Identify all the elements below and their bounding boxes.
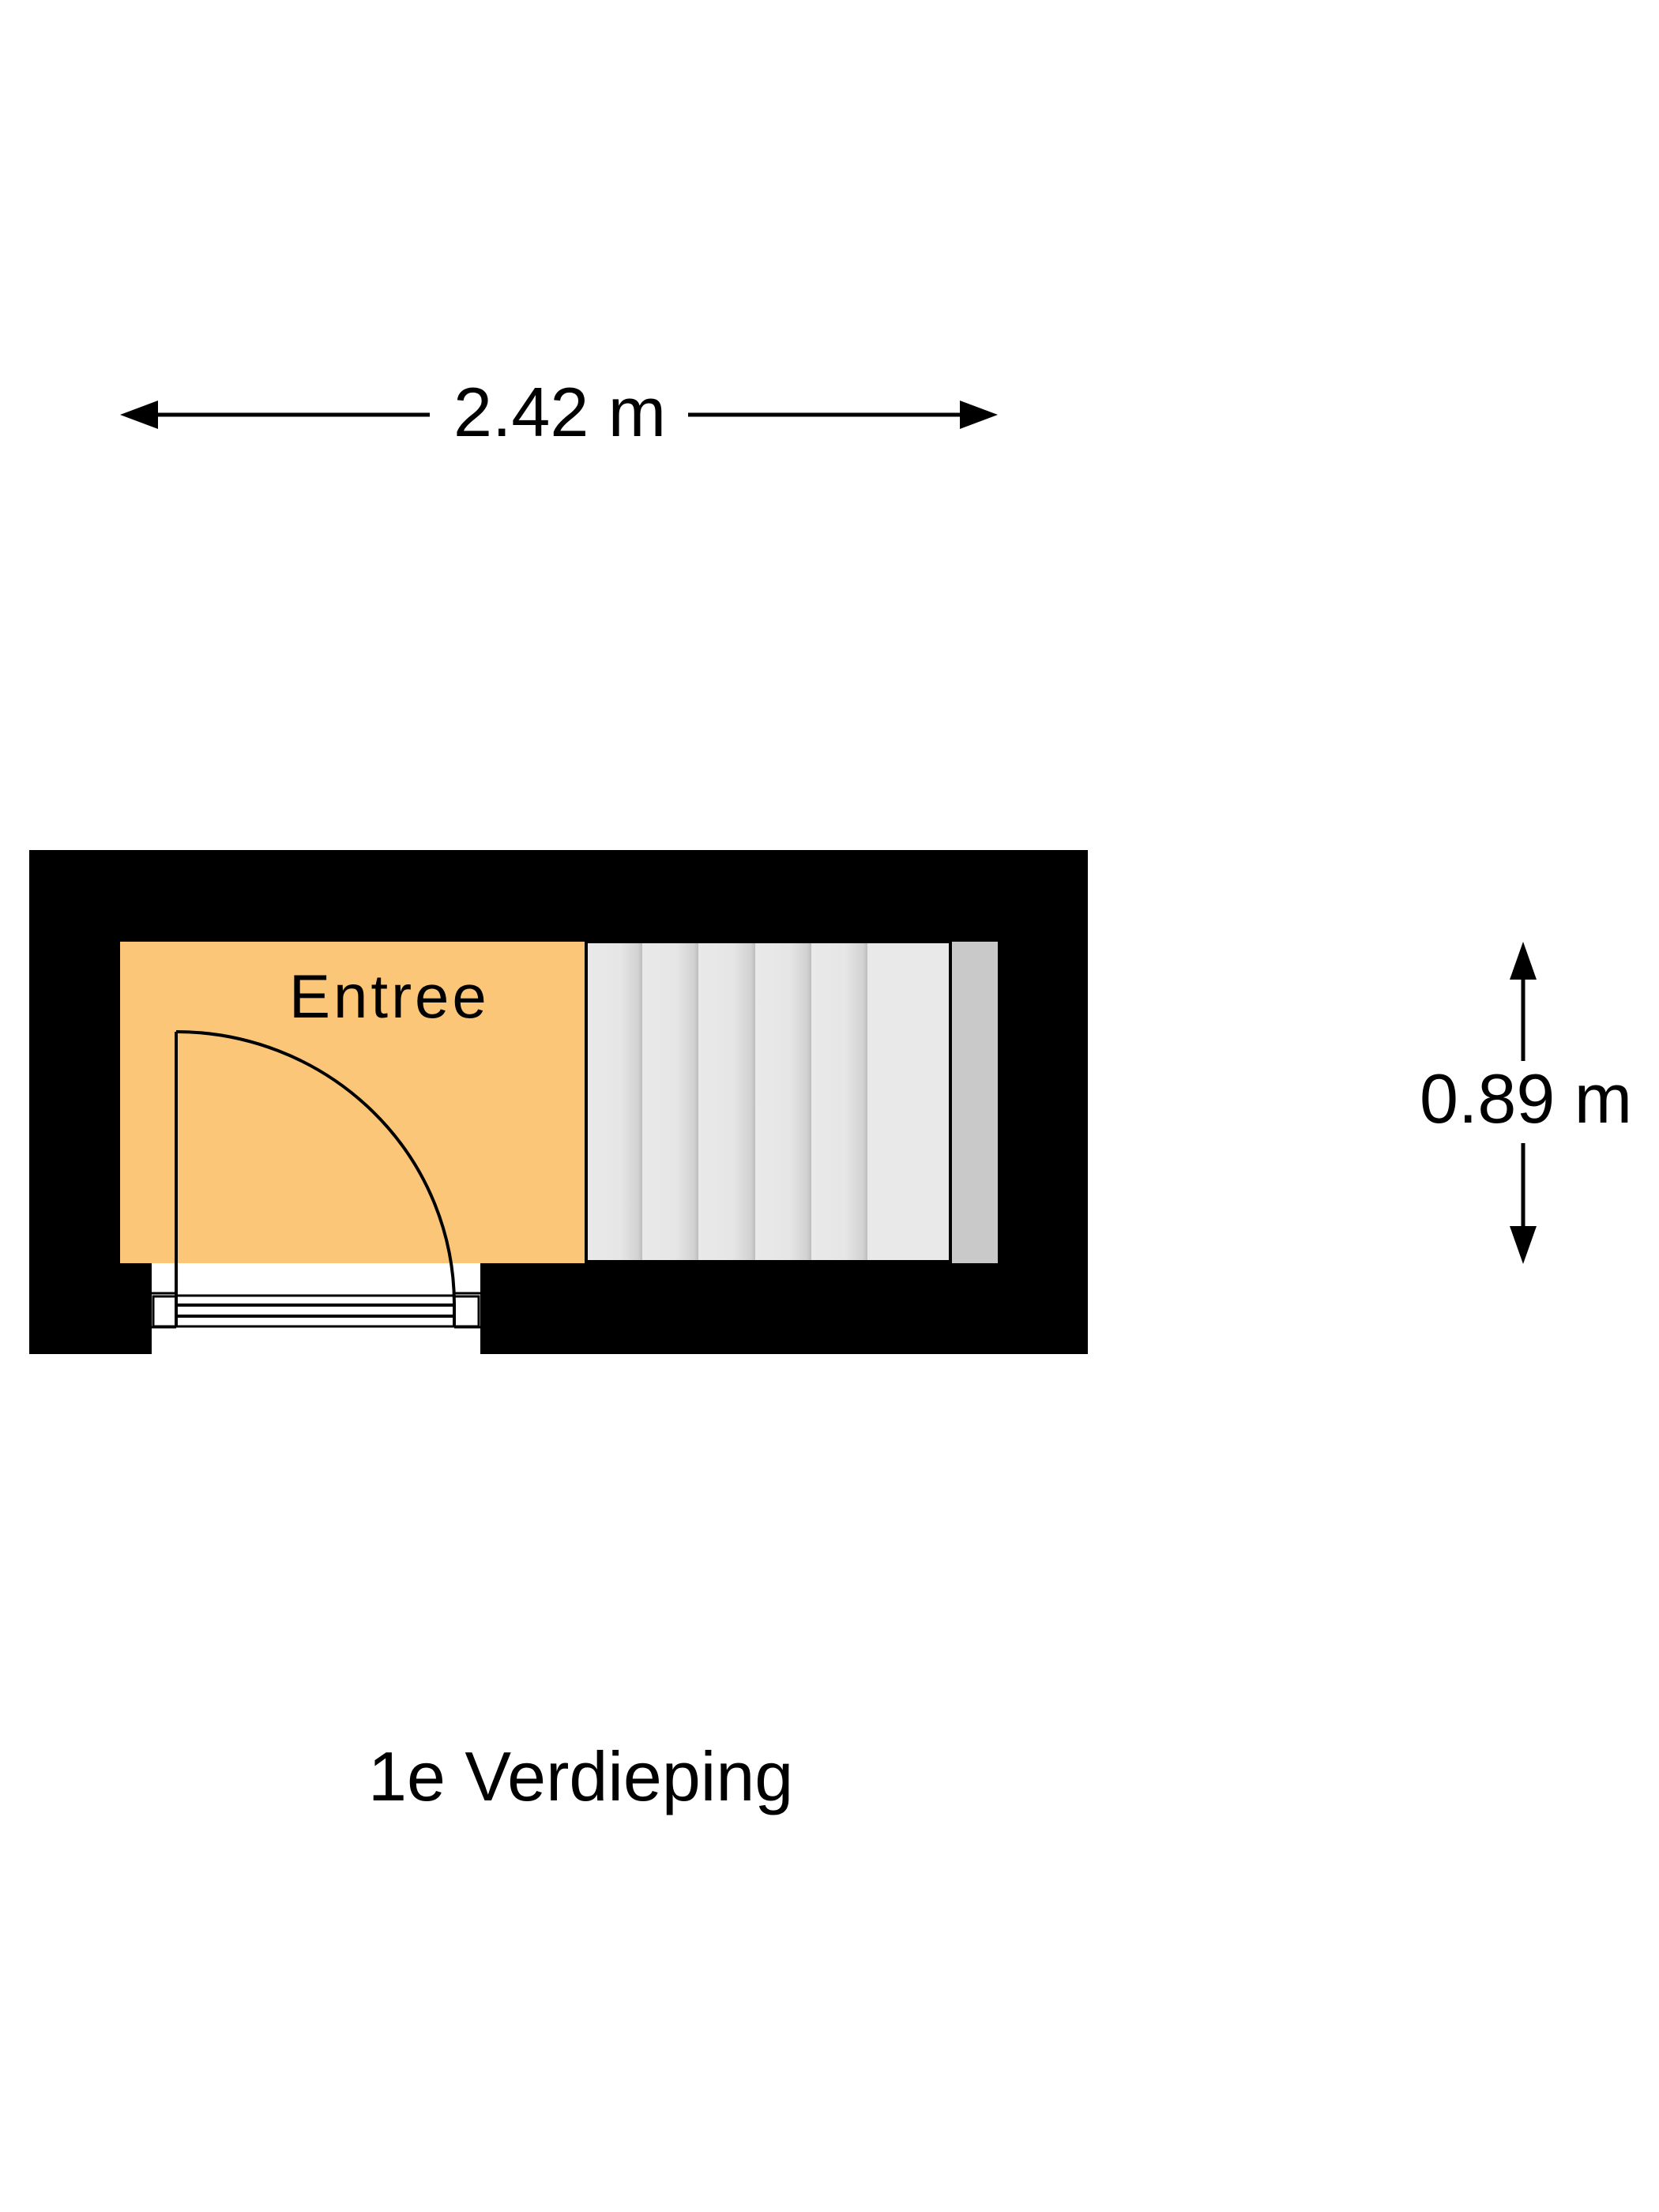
- stair-step: [755, 943, 811, 1260]
- stair-step: [588, 943, 642, 1260]
- width-dimension-label: 2.42 m: [453, 373, 667, 451]
- arrow-up-icon: [1510, 942, 1537, 980]
- staircase: [585, 940, 998, 1265]
- arrow-left-icon: [120, 401, 158, 429]
- arrow-right-icon: [960, 401, 998, 429]
- height-dimension-arrow: [1510, 942, 1537, 1264]
- stair-step: [811, 943, 867, 1260]
- door-swing-arc: [175, 1030, 456, 1327]
- stair-step: [698, 943, 755, 1260]
- floor-plan: [29, 850, 1088, 1355]
- floor-title: 1e Verdieping: [368, 1737, 794, 1815]
- arrow-down-icon: [1510, 1226, 1537, 1264]
- stair-step: [642, 943, 698, 1260]
- door-opening: [152, 1263, 480, 1355]
- door-frame: [152, 1292, 480, 1329]
- room-label-entree: Entree: [289, 961, 490, 1031]
- width-dimension-arrow: [120, 401, 998, 429]
- swing-door: [175, 1030, 456, 1327]
- stair-landing: [952, 942, 998, 1263]
- room-entree-floor: [120, 942, 586, 1263]
- height-dimension-label: 0.89 m: [1420, 1059, 1633, 1138]
